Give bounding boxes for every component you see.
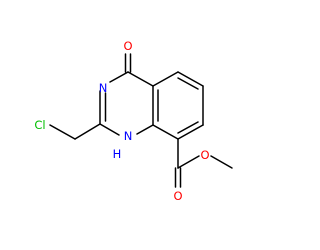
bond-c2-n1 [99, 123, 120, 136]
atom-ester-carbonyl-oxygen: O [173, 189, 182, 203]
atom-carbonyl-oxygen: O [123, 39, 132, 53]
bond-c4a-c5 [152, 71, 179, 87]
bond-c5-c6-inner [177, 77, 199, 90]
bond-n1-c8a [136, 124, 154, 135]
atom-nh-nitrogen: N [124, 129, 133, 143]
bond-c7-c8-inner [177, 121, 199, 134]
bond-c2-ch2 [74, 123, 101, 140]
bond-c7-c8 [177, 124, 204, 140]
bond-c4-c4a [127, 71, 154, 87]
atom-ring-nitrogen: N [99, 81, 108, 95]
bond-c4-n3 [109, 71, 129, 83]
molecule-diagram: O N N H Cl O O [34, 39, 233, 203]
bond-c5-c6 [177, 71, 204, 87]
structure-svg: O N N H Cl O O [34, 39, 233, 203]
bond-o-methyl [210, 155, 233, 169]
atom-ester-single-oxygen: O [200, 148, 209, 162]
atom-nh-hydrogen: H [113, 147, 122, 161]
bond-ch2-cl [49, 124, 76, 140]
atom-chlorine: Cl [34, 118, 45, 132]
bond-ester-c-o-single [177, 155, 200, 169]
bond-c8-c8a [152, 124, 179, 140]
